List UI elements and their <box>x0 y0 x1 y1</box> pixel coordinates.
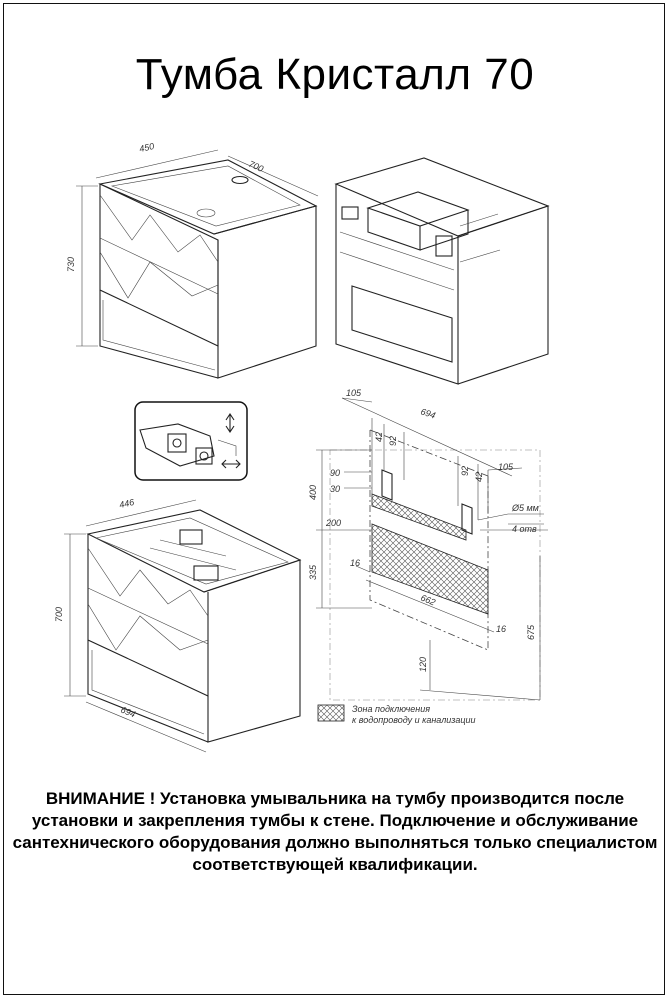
dim-wall-42-left: 42 <box>374 432 384 442</box>
legend-line-1: Зона подключения <box>352 704 430 714</box>
dim-total-height: 730 <box>66 257 76 272</box>
dim-hole-diameter: Ø5 мм <box>511 503 539 513</box>
legend <box>317 704 345 722</box>
warning-notice: ВНИМАНИЕ ! Установка умывальника на тумб… <box>12 789 658 874</box>
dim-wall-92-right: 92 <box>460 466 470 476</box>
sheet-border <box>3 3 665 995</box>
dim-top-depth: 450 <box>138 141 155 154</box>
dim-wall-left-offset: 105 <box>346 388 362 398</box>
hinge-detail <box>134 401 248 481</box>
dim-wall-42-right: 42 <box>474 472 484 482</box>
cabinet-interior-view <box>334 157 550 385</box>
dim-wall-width: 694 <box>419 406 436 420</box>
dim-wall-92-left: 92 <box>388 436 398 446</box>
cabinet-top-view <box>76 149 319 379</box>
dim-hole-count: 4 отв <box>512 524 537 534</box>
dim-wall-675: 675 <box>526 624 536 640</box>
dim-bottom-depth: 446 <box>118 497 135 510</box>
legend-line-2: к водопроводу и канализации <box>352 715 476 725</box>
dim-wall-200: 200 <box>325 518 341 528</box>
cabinet-bottom-view <box>64 499 302 753</box>
wall-mount-scheme <box>316 397 548 701</box>
dim-wall-right-offset: 105 <box>498 462 514 472</box>
dim-wall-120: 120 <box>418 657 428 672</box>
dim-bottom-height: 700 <box>54 607 64 622</box>
dim-wall-16-right: 16 <box>496 624 506 634</box>
dim-wall-90: 90 <box>330 468 340 478</box>
page-title: Тумба Кристалл 70 <box>135 50 535 99</box>
dim-wall-30: 30 <box>330 484 340 494</box>
legend-hatch-swatch <box>317 704 345 722</box>
dim-wall-335: 335 <box>308 564 318 580</box>
dim-wall-16-left: 16 <box>350 558 360 568</box>
dim-wall-400: 400 <box>308 485 318 500</box>
